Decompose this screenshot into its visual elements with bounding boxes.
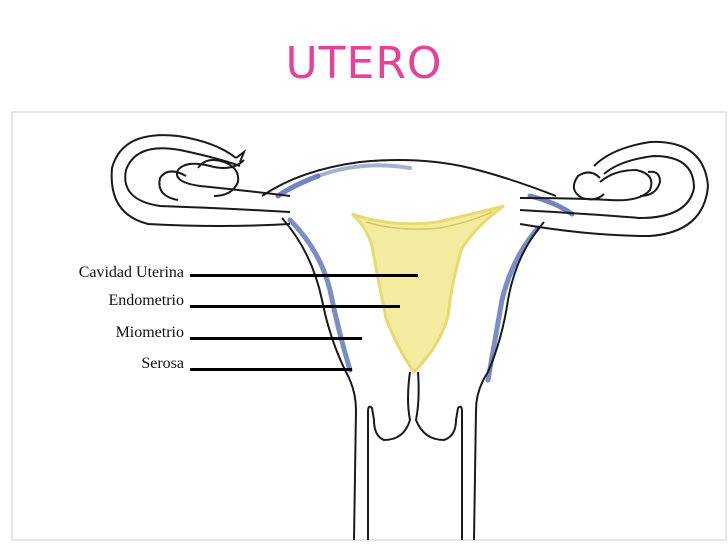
endometrium (351, 204, 505, 375)
uterine-left-wall (281, 217, 358, 541)
serosa-shading-left-wall (287, 217, 353, 373)
leader-line-cavidad (190, 274, 418, 277)
label-miometrio: Miometrio (115, 324, 184, 341)
uterine-right-wall (473, 221, 545, 541)
leader-line-endometrio (190, 305, 400, 308)
label-endometrio: Endometrio (108, 292, 184, 309)
leader-line-miometrio (190, 337, 362, 340)
cervical-canal-left (367, 371, 412, 540)
leader-line-serosa (190, 368, 352, 371)
label-serosa: Serosa (141, 355, 184, 372)
left-fallopian-tube (124, 147, 291, 213)
cervical-canal-right (414, 371, 463, 540)
uterine-fundus (261, 159, 557, 197)
serosa-shading-right-wall (485, 225, 541, 383)
serosa-shading-left (275, 173, 321, 199)
uterine-cavity-line (365, 211, 493, 230)
right-fallopian-tube (519, 154, 696, 220)
serosa-shading-top (316, 163, 412, 178)
label-cavidad-uterina: Cavidad Uterina (78, 264, 184, 281)
page-title: UTERO (285, 38, 443, 89)
